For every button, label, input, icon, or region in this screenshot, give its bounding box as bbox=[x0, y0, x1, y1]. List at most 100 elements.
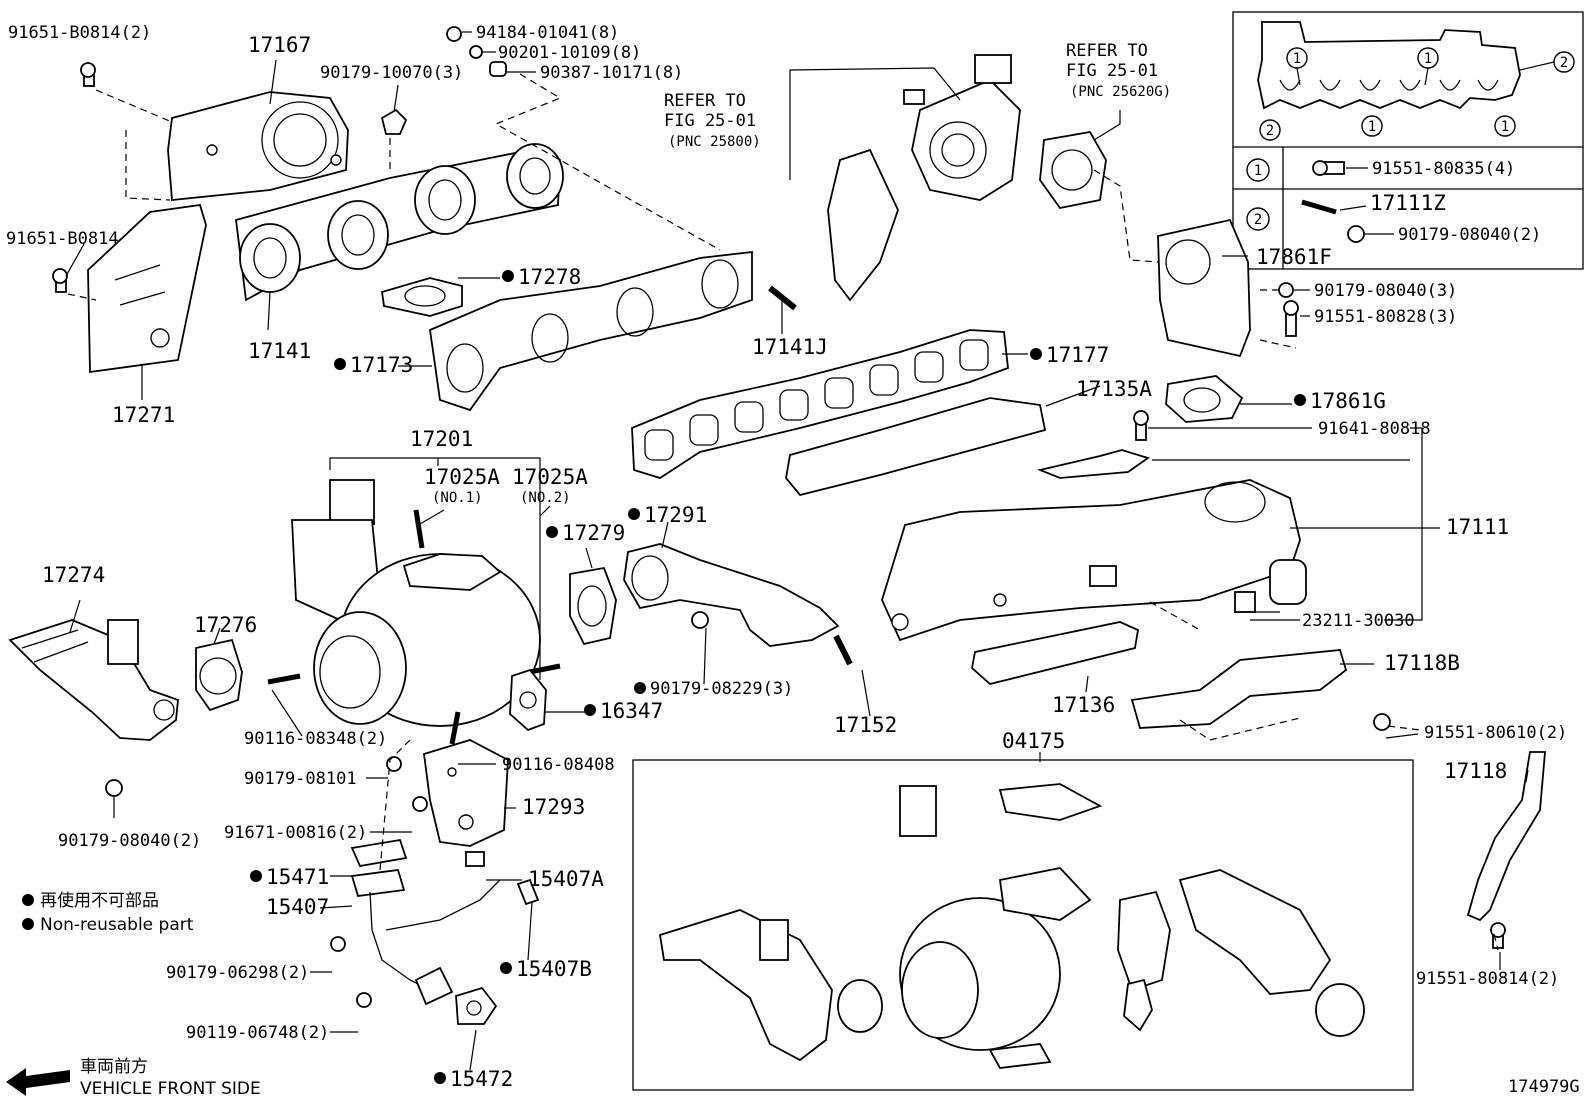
label-17293: 17293 bbox=[522, 795, 585, 819]
inset-callout-1c: 1 bbox=[1368, 119, 1376, 135]
label-17291: 17291 bbox=[644, 503, 707, 527]
label-91671-00816: 91671-00816(2) bbox=[224, 823, 367, 843]
legend-en: Non-reusable part bbox=[40, 915, 194, 935]
label-17025a-no2: 17025A bbox=[512, 465, 588, 489]
inset-callout-1a: 1 bbox=[1293, 51, 1301, 67]
label-17152: 17152 bbox=[834, 713, 897, 737]
label-17276: 17276 bbox=[194, 613, 257, 637]
inset-row2-key: 2 bbox=[1254, 212, 1262, 228]
label-91651-b0814-2: 91651-B0814(2) bbox=[8, 23, 151, 43]
label-17025a-no1-sub: (NO.1) bbox=[432, 490, 483, 506]
elbow-17861f bbox=[1157, 218, 1251, 358]
label-17118: 17118 bbox=[1444, 759, 1507, 783]
label-90116-08348: 90116-08348(2) bbox=[244, 729, 387, 749]
egr-bracket bbox=[827, 148, 899, 302]
label-17167: 17167 bbox=[248, 33, 311, 57]
label-90387-10171: 90387-10171(8) bbox=[540, 63, 683, 83]
refer-b-line1: REFER TO bbox=[1066, 41, 1148, 61]
heat-insulator-17271 bbox=[87, 204, 207, 374]
front-side-en: VEHICLE FRONT SIDE bbox=[80, 1079, 261, 1099]
gasket-17173 bbox=[429, 250, 753, 412]
assembly-box-04175 bbox=[632, 759, 1414, 1091]
label-91651-b0814: 91651-B0814 bbox=[6, 229, 119, 249]
heat-insulator-17167 bbox=[167, 91, 349, 201]
label-17201: 17201 bbox=[410, 427, 473, 451]
label-17141j: 17141J bbox=[752, 335, 828, 359]
label-16347: 16347 bbox=[600, 699, 663, 723]
label-17861g: 17861G bbox=[1310, 389, 1386, 413]
oil-pipe-15407 bbox=[330, 838, 540, 1025]
label-15407: 15407 bbox=[266, 895, 329, 919]
refer-a-pnc: (PNC 25800) bbox=[668, 134, 761, 150]
inset-callout-1b: 1 bbox=[1424, 51, 1432, 67]
inset-row1-key: 1 bbox=[1254, 163, 1262, 179]
label-90179-10070: 90179-10070(3) bbox=[320, 63, 463, 83]
label-17141: 17141 bbox=[248, 339, 311, 363]
label-17177: 17177 bbox=[1046, 343, 1109, 367]
label-17136: 17136 bbox=[1052, 693, 1115, 717]
label-15471: 15471 bbox=[266, 865, 329, 889]
gasket-17276 bbox=[195, 638, 243, 712]
inset-row2-part-b: 90179-08040(2) bbox=[1398, 225, 1541, 245]
label-90179-06298: 90179-06298(2) bbox=[166, 963, 309, 983]
intake-manifold-17111 bbox=[881, 479, 1307, 642]
inset-row1-part: 91551-80835(4) bbox=[1372, 159, 1515, 179]
inset-callout-2a: 2 bbox=[1266, 123, 1274, 139]
legend-jp: 再使用不可部品 bbox=[40, 890, 159, 911]
label-15407a: 15407A bbox=[528, 867, 604, 891]
label-91551-80610: 91551-80610(2) bbox=[1424, 723, 1567, 743]
label-17279: 17279 bbox=[562, 521, 625, 545]
bracket-17293 bbox=[423, 739, 509, 847]
label-04175: 04175 bbox=[1002, 729, 1065, 753]
pipe-17291 bbox=[623, 543, 840, 647]
label-23211-30030: 23211-30030 bbox=[1302, 611, 1415, 631]
label-17111: 17111 bbox=[1446, 515, 1509, 539]
label-17278: 17278 bbox=[518, 265, 581, 289]
gasket-17177 bbox=[631, 329, 1009, 479]
hose-17274 bbox=[8, 619, 179, 797]
label-15472: 15472 bbox=[450, 1067, 513, 1091]
exhaust-manifold-17141 bbox=[235, 143, 564, 302]
label-15407b: 15407B bbox=[516, 957, 592, 981]
label-17271: 17271 bbox=[112, 403, 175, 427]
inset-callout-1d: 1 bbox=[1501, 119, 1509, 135]
label-17025a-no2-sub: (NO.2) bbox=[520, 490, 571, 506]
label-90119-06748: 90119-06748(2) bbox=[186, 1023, 329, 1043]
label-90179-08040-3: 90179-08040(3) bbox=[1314, 281, 1457, 301]
label-17173: 17173 bbox=[350, 353, 413, 377]
front-arrow-icon bbox=[6, 1068, 70, 1096]
turbocharger-17201 bbox=[267, 479, 561, 727]
label-17274: 17274 bbox=[42, 563, 105, 587]
part-17136 bbox=[971, 621, 1140, 685]
stud-17141j bbox=[768, 285, 797, 311]
refer-b-pnc: (PNC 25620G) bbox=[1070, 84, 1171, 100]
gasket-17279 bbox=[569, 566, 617, 646]
egr-valve bbox=[903, 54, 1021, 201]
label-90201-10109: 90201-10109(8) bbox=[498, 43, 641, 63]
refer-b-line2: FIG 25-01 bbox=[1066, 61, 1158, 81]
label-17135a: 17135A bbox=[1076, 377, 1152, 401]
gasket-17278 bbox=[380, 277, 463, 317]
label-91641-80818: 91641-80818 bbox=[1318, 419, 1431, 439]
label-90116-08408: 90116-08408 bbox=[502, 755, 615, 775]
label-90179-08101: 90179-08101 bbox=[244, 769, 357, 789]
diagram-code: 174979G bbox=[1508, 1077, 1580, 1097]
label-90179-08229: 90179-08229(3) bbox=[650, 679, 793, 699]
part-17135a bbox=[785, 397, 1047, 497]
bracket-17118 bbox=[1466, 751, 1546, 922]
label-94184-01041: 94184-01041(8) bbox=[476, 23, 619, 43]
refer-a-line2: FIG 25-01 bbox=[664, 111, 756, 131]
inset-box: 1 1 1 1 2 2 1 91551-80835(4) 2 17111Z 90… bbox=[1232, 11, 1584, 270]
inset-callout-2b: 2 bbox=[1560, 55, 1568, 71]
front-side-jp: 車両前方 bbox=[80, 1057, 148, 1077]
bracket-17118b bbox=[1130, 649, 1348, 729]
gasket-ref-25620g bbox=[1039, 131, 1107, 209]
label-17861f: 17861F bbox=[1256, 245, 1332, 269]
gasket-17861g bbox=[1165, 375, 1244, 423]
front-side-indicator: 車両前方 VEHICLE FRONT SIDE bbox=[6, 1057, 261, 1099]
label-91551-80814: 91551-80814(2) bbox=[1416, 969, 1559, 989]
refer-a-line1: REFER TO bbox=[664, 91, 746, 111]
gasket-16347 bbox=[509, 668, 547, 732]
